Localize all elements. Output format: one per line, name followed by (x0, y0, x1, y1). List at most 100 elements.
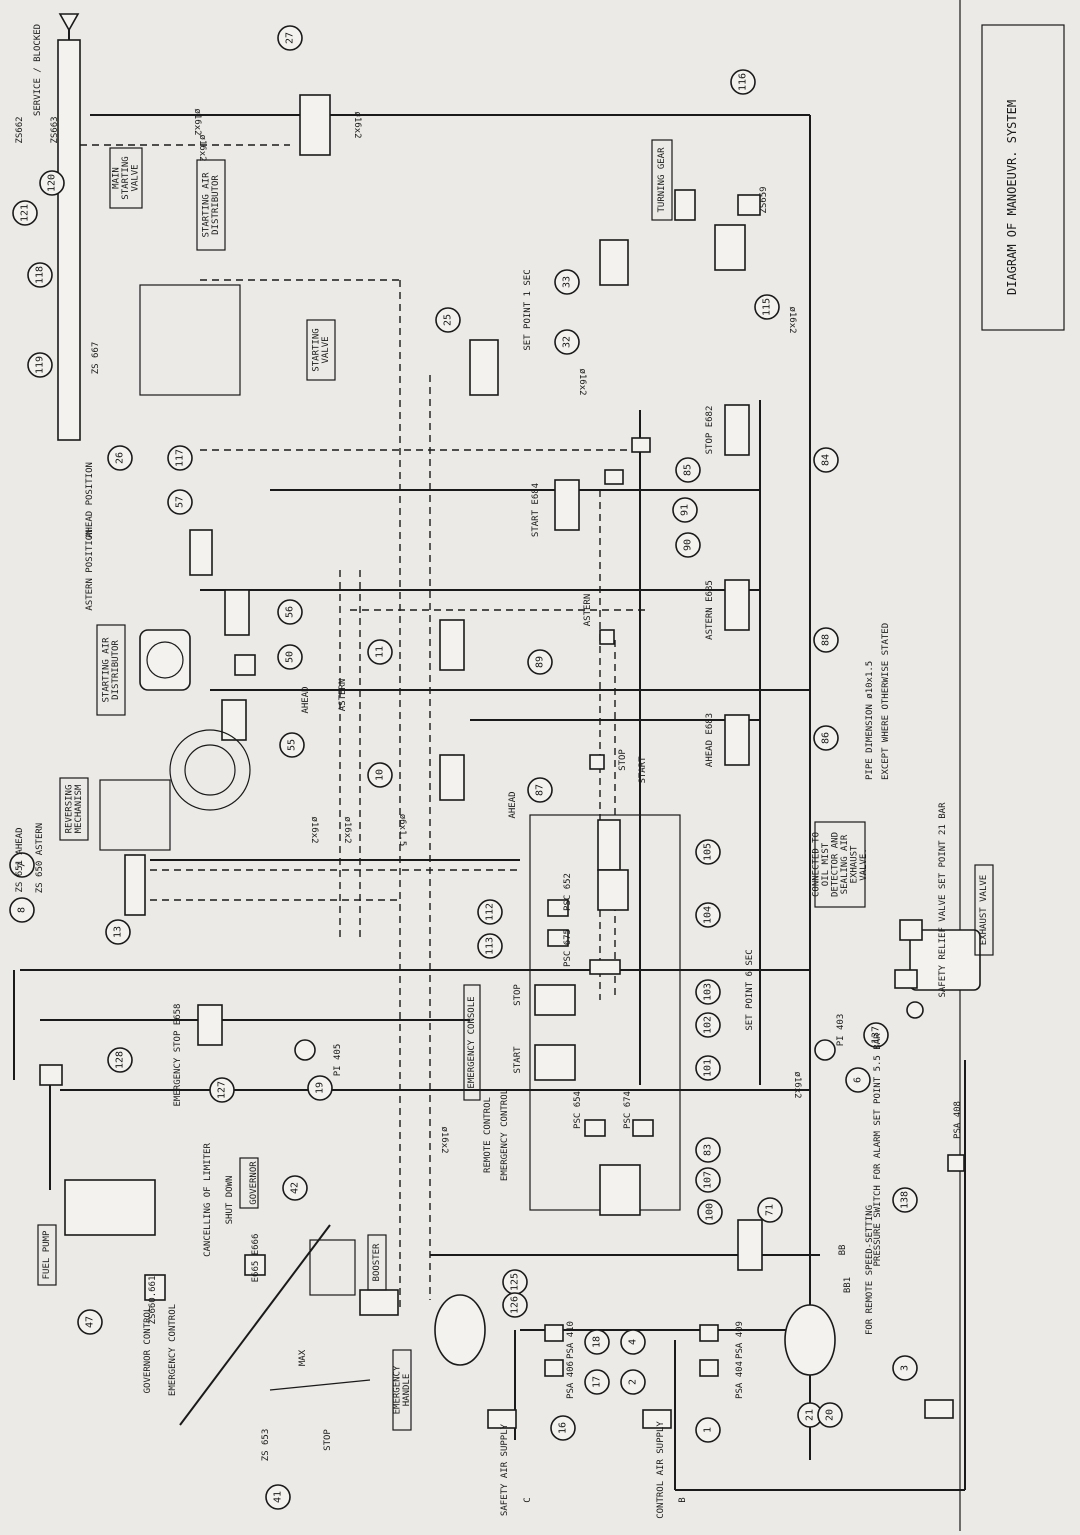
box-label-line: DISTRIBUTOR (211, 175, 221, 235)
ref-number: 1 (703, 1427, 714, 1433)
ref-bubble-128 (107, 1047, 133, 1073)
component-label: START (513, 1046, 523, 1074)
component-label: ZS 667 (91, 342, 101, 375)
ref-bubble-4 (620, 1329, 646, 1355)
box-label-line: EMERGENCY CONSOLE (467, 996, 477, 1088)
box-label-line: FUEL PUMP (42, 1230, 52, 1279)
ref-number: 50 (285, 651, 296, 663)
ref-bubble-56 (277, 599, 303, 625)
ref-number: 41 (273, 1491, 284, 1503)
ref-bubble-25 (435, 307, 461, 333)
ref-bubble-13 (105, 919, 131, 945)
ref-bubble-91 (672, 497, 698, 523)
ref-number: 32 (562, 336, 573, 348)
ref-bubble-127 (209, 1077, 235, 1103)
box-label-line: VALVE (321, 336, 331, 363)
component-label: ASTERN E685 (705, 580, 715, 640)
component-label: ASTERN (338, 679, 348, 712)
ref-bubble-7 (9, 852, 35, 878)
box-label-line: DETECTOR AND (830, 832, 840, 897)
pipe-size: ø16x2 (342, 816, 352, 843)
ref-number: 57 (175, 496, 186, 508)
pipe-size: ø16x2 (787, 306, 797, 333)
ref-number: 16 (558, 1422, 569, 1434)
component-label: PSC 654 (573, 1091, 583, 1129)
ref-number: 115 (762, 298, 773, 316)
ref-bubble-47 (77, 1309, 103, 1335)
component-label: ZS659 (759, 186, 769, 213)
ref-bubble-8 (9, 897, 35, 923)
ref-number: 8 (17, 907, 28, 913)
component-label: ASTERN (583, 594, 593, 627)
ref-bubble-33 (554, 269, 580, 295)
component-label: START E684 (531, 483, 541, 537)
component-label: PSA 410 (566, 1321, 576, 1359)
component-label: PSA 408 (953, 1101, 963, 1139)
ref-bubble-103 (695, 979, 721, 1005)
ref-bubble-19 (307, 1075, 333, 1101)
ref-number: 21 (805, 1409, 816, 1421)
component-label: SERVICE / BLOCKED (33, 24, 43, 116)
ref-bubble-89 (527, 649, 553, 675)
pipe-size: ø16x2 (439, 1126, 449, 1153)
component-label: PSA 406 (566, 1361, 576, 1399)
box-label-line: DISTRIBUTOR (111, 640, 121, 700)
label-box (306, 319, 336, 381)
ref-number: 117 (175, 449, 186, 467)
ref-number: 83 (703, 1144, 714, 1156)
ref-number: 113 (485, 937, 496, 955)
component-label: ZS660.661 (148, 1276, 158, 1325)
ref-number: 120 (47, 174, 58, 192)
ref-bubble-27 (277, 25, 303, 51)
ref-number: 89 (535, 656, 546, 668)
label-box (814, 821, 866, 908)
component-label: SET POINT 1 SEC (523, 269, 533, 350)
box-label-line: EXHAUST (849, 845, 859, 884)
ref-number: 56 (285, 606, 296, 618)
ref-number: 33 (562, 276, 573, 288)
component-label: AHEAD E683 (705, 713, 715, 767)
label-box (392, 1349, 412, 1431)
ref-bubble-16 (550, 1415, 576, 1441)
ref-bubble-102 (695, 1012, 721, 1038)
ref-number: 85 (683, 464, 694, 476)
ref-bubble-1 (695, 1417, 721, 1443)
ref-bubble-32 (554, 329, 580, 355)
ref-number: 10 (375, 769, 386, 781)
ref-number: 125 (510, 1273, 521, 1291)
ref-bubble-11 (367, 639, 393, 665)
diagram-title: DIAGRAM OF MANOEUVR. SYSTEM (1005, 100, 1019, 295)
ref-number: 84 (821, 454, 832, 466)
component-label: FOR REMOTE SPEED-SETTING (865, 1205, 875, 1335)
pipe-size: ø16x2 (197, 134, 207, 161)
box-label-line: STARTING (311, 328, 321, 371)
ref-number: 107 (703, 1171, 714, 1189)
component-label: PSC 675 (563, 929, 573, 967)
component-label: AHEAD (301, 686, 311, 713)
label-box (651, 139, 673, 221)
component-label: CONTROL AIR SUPPLY (656, 1421, 666, 1519)
ref-number: 138 (900, 1191, 911, 1209)
box-label-line: MECHANISM (74, 784, 84, 833)
ref-number: 25 (443, 314, 454, 326)
ref-number: 47 (85, 1316, 96, 1328)
label-box (239, 1157, 259, 1209)
ref-number: 128 (115, 1051, 126, 1069)
ref-number: 18 (592, 1336, 603, 1348)
ref-bubble-18 (584, 1329, 610, 1355)
component-label: SAFETY AIR SUPPLY (500, 1423, 510, 1516)
box-label-line: REVERSING (64, 785, 74, 834)
ref-number: 20 (825, 1409, 836, 1421)
ref-number: 55 (287, 739, 298, 751)
ref-number: 104 (703, 906, 714, 924)
component-label: PSC 652 (563, 873, 573, 911)
ref-bubble-116 (730, 69, 756, 95)
ref-number: 7 (17, 862, 28, 868)
pipe-size: ø6x1.5 (397, 814, 407, 847)
ref-number: 103 (703, 983, 714, 1001)
box-label-line: TURNING GEAR (657, 147, 667, 213)
component-label: EMERGENCY STOP E658 (173, 1004, 183, 1107)
ref-bubble-115 (754, 294, 780, 320)
